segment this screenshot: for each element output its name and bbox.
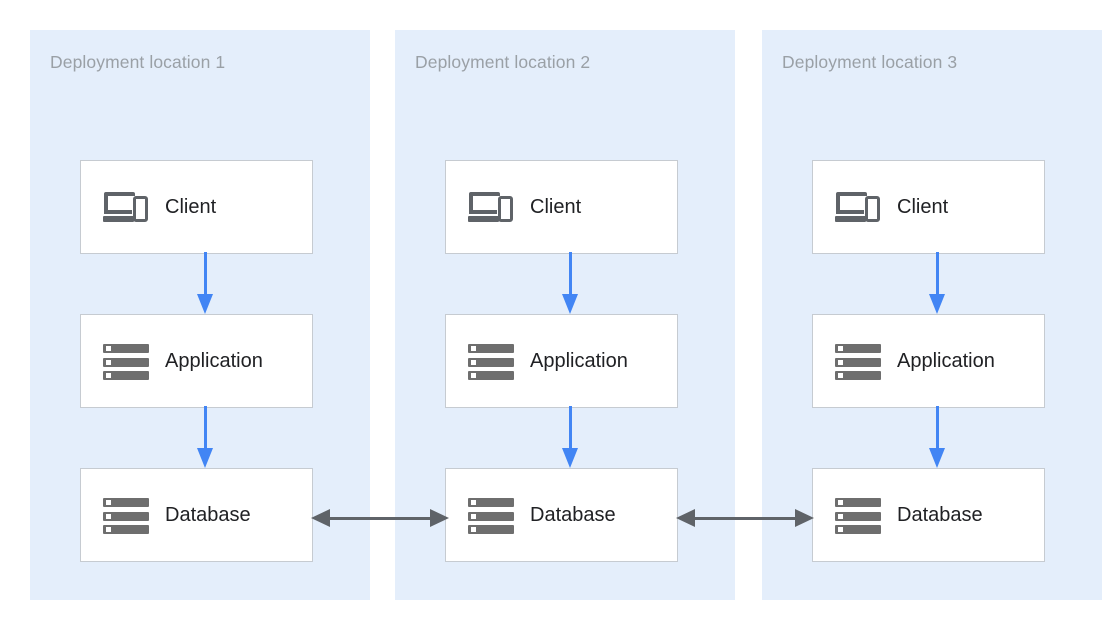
server-icon: [468, 338, 514, 384]
replication-arrow-db2-db3: [676, 507, 814, 529]
panel-title: Deployment location 3: [782, 52, 958, 72]
node-label: Application: [165, 349, 263, 372]
deployment-location-panel-3: Deployment location 3 Client Applicati: [762, 30, 1102, 600]
server-icon: [835, 492, 881, 538]
server-icon: [103, 492, 149, 538]
node-label: Database: [897, 503, 983, 526]
node-client[interactable]: Client: [445, 160, 678, 254]
server-icon: [835, 338, 881, 384]
flow-arrow-client-to-application: [559, 252, 581, 314]
node-application[interactable]: Application: [445, 314, 678, 408]
deployment-location-panel-2: Deployment location 2 Client Applicati: [395, 30, 735, 600]
flow-arrow-client-to-application: [926, 252, 948, 314]
node-label: Client: [530, 195, 582, 218]
node-database[interactable]: Database: [812, 468, 1045, 562]
flow-arrow-application-to-database: [926, 406, 948, 468]
node-database[interactable]: Database: [80, 468, 313, 562]
node-application[interactable]: Application: [80, 314, 313, 408]
node-label: Client: [897, 195, 949, 218]
node-database[interactable]: Database: [445, 468, 678, 562]
node-label: Application: [530, 349, 628, 372]
node-label: Client: [165, 195, 217, 218]
node-client[interactable]: Client: [812, 160, 1045, 254]
flow-arrow-application-to-database: [559, 406, 581, 468]
server-icon: [103, 338, 149, 384]
node-client[interactable]: Client: [80, 160, 313, 254]
panel-title: Deployment location 1: [50, 52, 226, 72]
flow-arrow-client-to-application: [194, 252, 216, 314]
deployment-location-panel-1: Deployment location 1 Client Applicati: [30, 30, 370, 600]
devices-icon: [468, 184, 514, 230]
devices-icon: [103, 184, 149, 230]
flow-arrow-application-to-database: [194, 406, 216, 468]
node-label: Database: [165, 503, 251, 526]
node-label: Application: [897, 349, 995, 372]
node-application[interactable]: Application: [812, 314, 1045, 408]
panel-title: Deployment location 2: [415, 52, 591, 72]
devices-icon: [835, 184, 881, 230]
server-icon: [468, 492, 514, 538]
replication-arrow-db1-db2: [311, 507, 449, 529]
node-label: Database: [530, 503, 616, 526]
